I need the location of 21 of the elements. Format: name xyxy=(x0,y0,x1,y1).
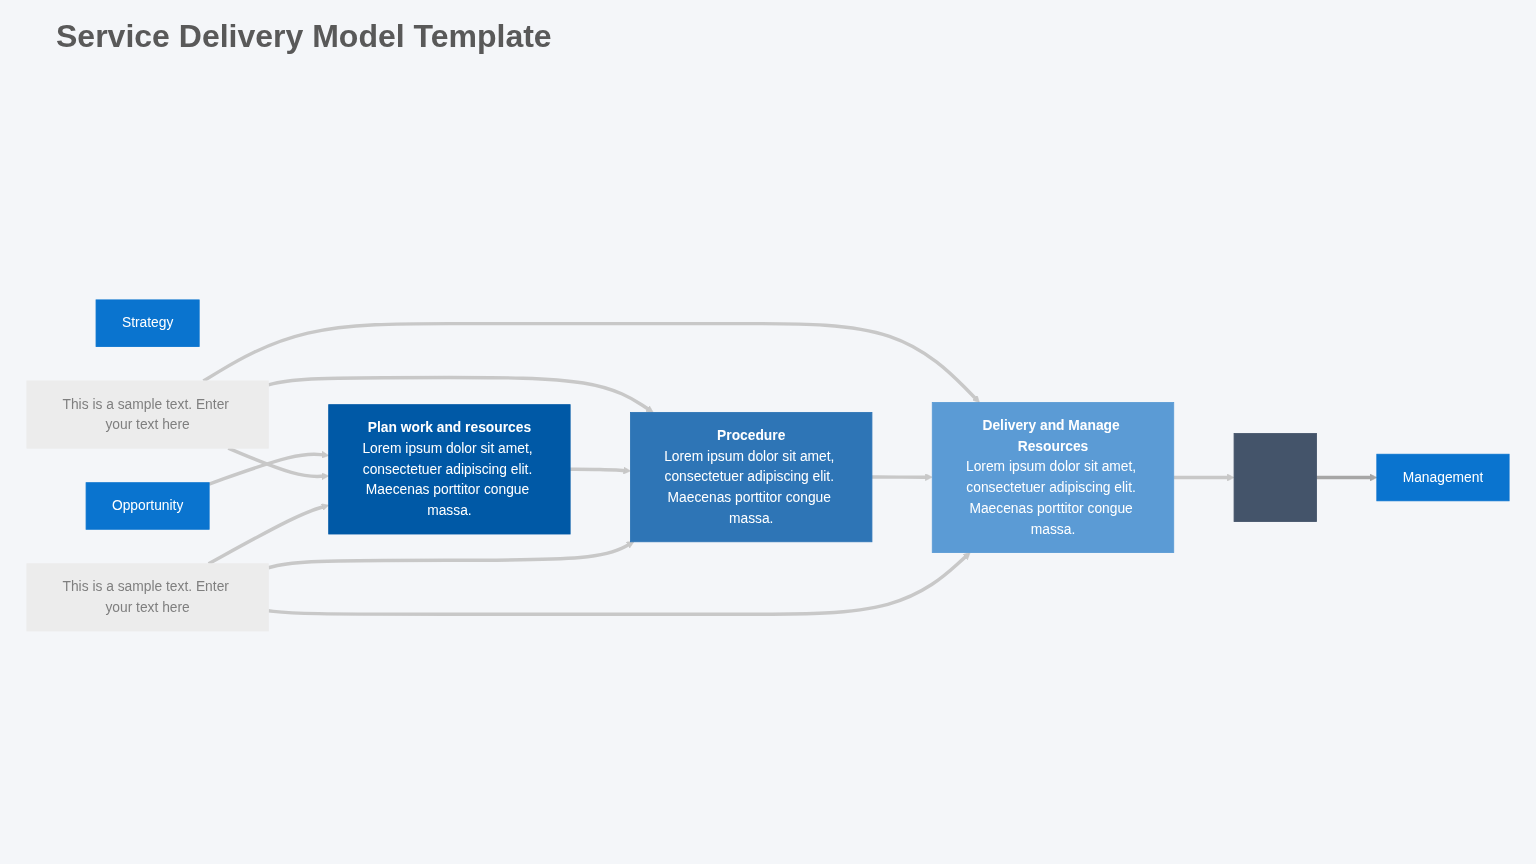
node-box: Procedure Lorem ipsum dolor sit amet, consectetuer adipiscing elit. Maecenas porttitor congue massa. xyxy=(630,411,873,542)
arrow xyxy=(227,446,330,480)
arrow xyxy=(268,551,971,616)
arrow xyxy=(208,450,330,486)
arrow xyxy=(1316,473,1378,481)
node-box xyxy=(1233,432,1317,522)
node-box: Opportunity xyxy=(85,481,210,530)
arrow xyxy=(267,540,635,569)
node-box: Strategy xyxy=(95,299,200,347)
node-box: Plan work and resources Lorem ipsum dolor sit amet, consectetuer adipiscing elit. Maecenas porttitor congue massa. xyxy=(328,403,571,534)
arrow xyxy=(871,472,933,481)
node-box: Delivery and Manage Resources Lorem ipsum dolor sit amet, consectetuer adipiscing elit. Maecenas porttitor congue massa. xyxy=(931,401,1175,553)
arrow xyxy=(202,321,980,403)
node-box: This is a sample text. Enter your text here xyxy=(26,562,269,631)
slide-title: Service Delivery Model Template xyxy=(56,18,552,55)
arrow xyxy=(570,466,631,474)
node-box: Management xyxy=(1376,453,1510,501)
arrow xyxy=(207,503,330,565)
node-box: This is a sample text. Enter your text here xyxy=(26,380,269,449)
arrow xyxy=(267,375,654,413)
arrow xyxy=(1173,473,1235,481)
